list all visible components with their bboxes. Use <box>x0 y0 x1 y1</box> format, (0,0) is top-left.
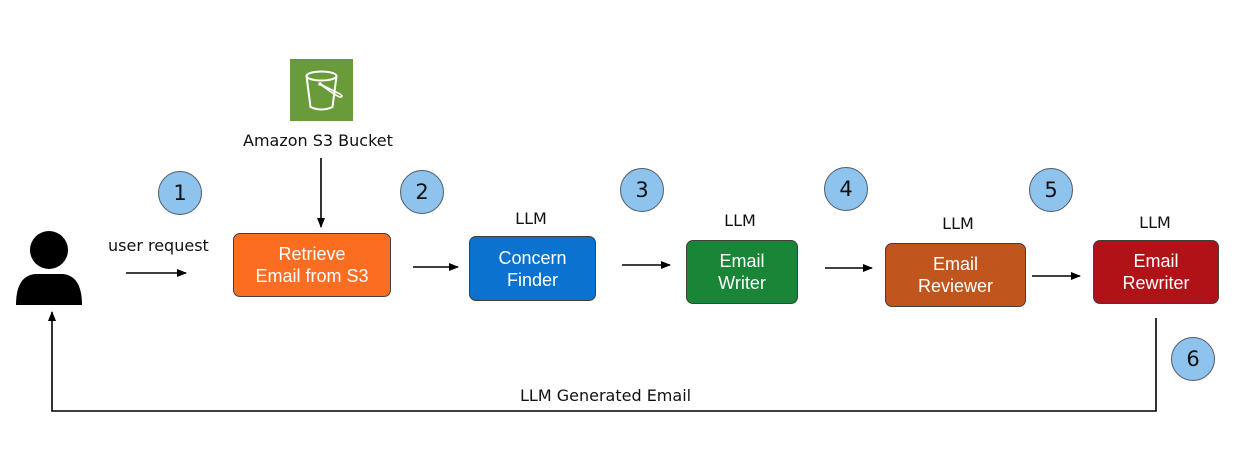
node-email-reviewer: Email Reviewer <box>885 243 1026 307</box>
s3-bucket-icon <box>290 59 353 121</box>
step-badge-5: 5 <box>1029 168 1073 212</box>
arrow-return-to-user <box>48 311 1157 412</box>
step-badge-6: 6 <box>1171 337 1215 381</box>
node-retrieve-email: Retrieve Email from S3 <box>233 233 391 297</box>
node-email-writer: Email Writer <box>686 240 798 304</box>
edge-label-user-request: user request <box>108 236 209 255</box>
llm-tag-email-writer: LLM <box>724 211 756 230</box>
llm-tag-concern-finder: LLM <box>515 209 547 228</box>
s3-bucket-label: Amazon S3 Bucket <box>243 131 393 150</box>
step-badge-1: 1 <box>158 171 202 215</box>
edge-label-generated-email: LLM Generated Email <box>520 386 692 405</box>
llm-tag-email-rewriter: LLM <box>1139 213 1171 232</box>
llm-tag-email-reviewer: LLM <box>942 214 974 233</box>
node-concern-finder: Concern Finder <box>469 236 596 301</box>
step-badge-4: 4 <box>824 167 868 211</box>
step-badge-2: 2 <box>400 170 444 214</box>
step-badge-3: 3 <box>620 168 664 212</box>
user-icon <box>16 231 82 305</box>
node-email-rewriter: Email Rewriter <box>1093 240 1219 304</box>
